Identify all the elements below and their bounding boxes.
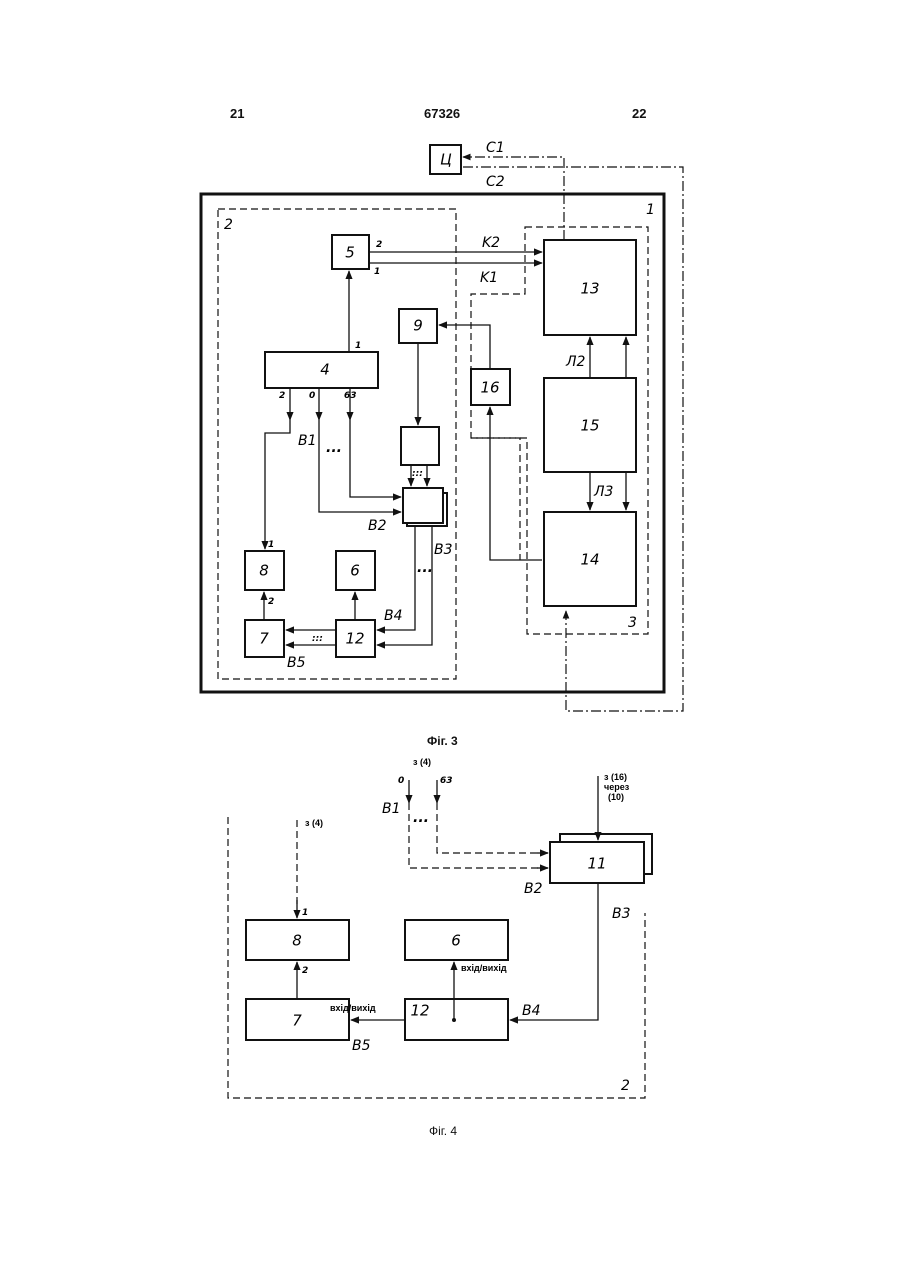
label-c1: C1 [486,140,505,156]
pin-4-1: 1 [355,341,361,351]
line-14-to-16 [490,407,542,560]
pin-8-2: 2 [268,597,274,607]
dashed-in-63 [437,803,548,853]
label-v2: B2 [368,518,387,534]
text-io-7: вхід/вихід [330,1003,376,1013]
figure-3-caption: Фіг. 3 [427,734,458,748]
dashed-link-14 [471,438,520,560]
block-11-fig4-label: 11 [587,855,606,873]
block-8-label: 8 [259,562,269,580]
label-k2: K2 [482,235,500,251]
text-10: (10) [608,792,624,802]
pin-5-1: 1 [374,267,380,277]
line-63-to-11 [350,420,401,497]
junction-dot [452,1018,456,1022]
label-subsystem-3: 3 [628,615,637,631]
dots-12-7: ::: [312,634,323,644]
label-l2: Л2 [565,354,586,370]
line-v4-b [377,526,432,645]
line-16-to-9 [439,325,490,369]
pin-5-2: 2 [376,240,382,250]
label-v2-fig4: B2 [524,881,543,897]
text-from-16: з (16) [604,772,627,782]
figure-4-caption: Фіг. 4 [429,1124,457,1138]
block-4-label: 4 [320,361,330,379]
block-7-fig4-label: 7 [292,1012,302,1030]
line-b1-to-8 [265,420,290,549]
block-9-label: 9 [413,317,423,335]
label-subsystem-2-fig4: 2 [621,1078,630,1094]
pin-4-0: 0 [309,391,315,401]
figure-4: 2 8 6 7 12 11 з (4) 0 63 ... B1 B2 з (16… [228,757,652,1098]
text-io-6: вхід/вихід [461,963,507,973]
block-6-fig4-label: 6 [451,932,461,950]
label-v3: B3 [434,542,453,558]
block-11 [403,488,443,523]
block-13-label: 13 [580,280,599,298]
dots-v1: ... [326,440,342,456]
line-0-to-11 [319,420,401,512]
label-v1: B1 [298,433,317,449]
block-c-label: Ц [440,151,452,169]
block-7-label: 7 [259,630,269,648]
block-12-label: 12 [345,630,364,648]
label-l3: Л3 [593,484,613,500]
block-14-label: 14 [580,551,599,569]
block-6-label: 6 [350,562,360,580]
label-c2: C2 [486,174,505,190]
dashed-in-0 [409,803,548,868]
pin-8-1: 1 [268,540,274,550]
label-k1: K1 [480,270,498,286]
dots-v3: ... [417,560,433,576]
label-v4-fig4: B4 [522,1003,541,1019]
label-v4: B4 [384,608,403,624]
pin-8-1-fig4: 1 [302,908,308,918]
pin-4-2: 2 [279,391,285,401]
text-from-4-left: з (4) [305,818,323,828]
dots-fig4: ... [413,810,429,826]
block-8-fig4-label: 8 [292,932,302,950]
label-subsystem-2: 2 [224,217,233,233]
label-v5-fig4: B5 [352,1038,371,1054]
label-v3-fig4: B3 [612,906,631,922]
label-system-1: 1 [646,202,655,218]
text-from-4-top: з (4) [413,757,431,767]
block-12-fig4-label: 12 [410,1002,429,1020]
pin-8-2-fig4: 2 [302,966,308,976]
block-16-label: 16 [480,379,499,397]
block-5-label: 5 [345,244,355,262]
label-v1-fig4: B1 [382,801,401,817]
block-15-label: 15 [580,417,599,435]
pin-0-fig4: 0 [398,776,404,786]
dots-10-11: ::: [412,469,423,479]
label-v5: B5 [287,655,306,671]
pin-63-fig4: 63 [440,776,453,786]
figure-3: Ц C1 C2 1 2 3 5 4 9 16 13 15 14 8 6 7 [201,140,683,711]
text-via: через [604,782,630,792]
line-v3-v4 [510,883,598,1020]
block-10 [401,427,439,465]
